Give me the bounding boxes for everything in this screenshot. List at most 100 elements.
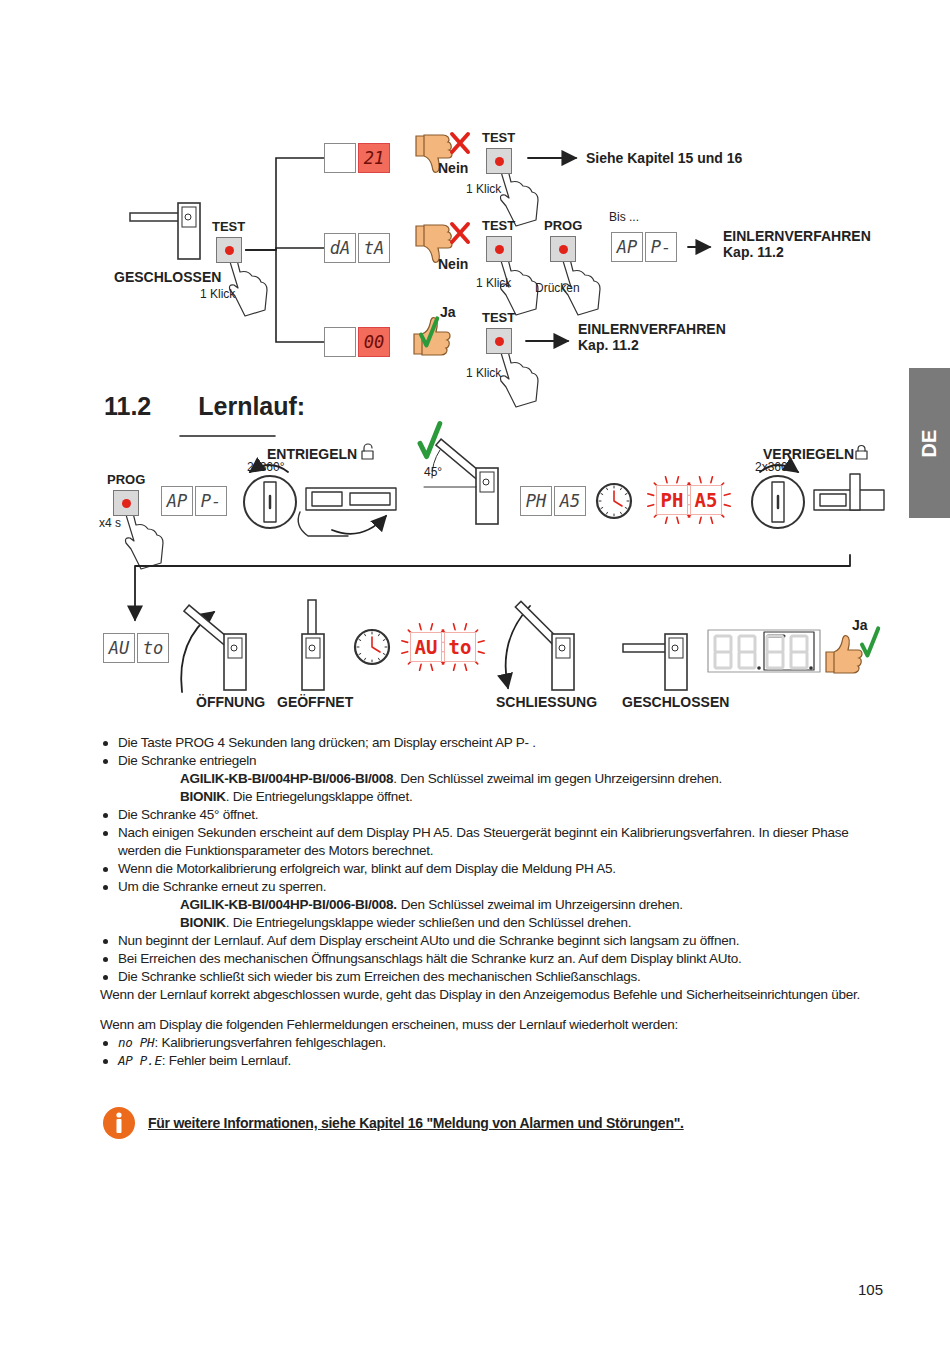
knob-grip xyxy=(264,482,276,522)
bracket-connector xyxy=(245,250,324,342)
cross-mark xyxy=(452,224,468,242)
bracket-connector xyxy=(245,158,324,250)
release-knob xyxy=(244,476,296,528)
display-panel: 21 xyxy=(324,143,390,173)
barrier-cabinet xyxy=(306,638,320,658)
barrier-pivot xyxy=(559,645,565,651)
barrier-cabinet xyxy=(669,638,683,658)
display-segment xyxy=(782,637,785,651)
bullet-item: Nun beginnt der Lernlauf. Auf dem Displa… xyxy=(100,932,890,950)
display-digits: AU xyxy=(410,632,442,662)
body-text-run: Die Schranke 45° öffnet. xyxy=(118,807,258,822)
display-digits: tA xyxy=(358,233,390,263)
display-segment xyxy=(790,653,793,667)
display-digits: AP xyxy=(611,232,643,262)
button-label: TEST xyxy=(482,130,515,145)
display-digits: dA xyxy=(324,233,356,263)
bullet-item: no PH: Kalibrierungsverfahren fehlgeschl… xyxy=(100,1034,890,1052)
display-panel: AUto xyxy=(103,633,169,663)
body-text-run: Bei Erreichen des mechanischen Öffnungsa… xyxy=(118,951,742,966)
blinking-display: PHA5 xyxy=(656,485,722,515)
display-segment xyxy=(740,667,754,670)
timer-icon xyxy=(355,630,389,664)
annotation-label: Siehe Kapitel 15 und 16 xyxy=(586,150,742,166)
display-digits: to xyxy=(137,633,169,663)
display-segment xyxy=(806,653,809,667)
button-label: TEST xyxy=(482,310,515,325)
display-segment xyxy=(730,637,733,651)
lock-bolt xyxy=(850,474,860,510)
display-segment xyxy=(792,635,806,638)
cross-mark xyxy=(452,134,468,152)
annotation-label: Ja xyxy=(440,304,456,320)
paragraph: AGILIK-KB-BI/004HP-BI/006-BI/008.Den Sch… xyxy=(100,896,890,914)
angle-base xyxy=(424,487,476,488)
display-digits: P- xyxy=(645,232,677,262)
display-digits: 21 xyxy=(358,143,390,173)
open-arrow xyxy=(332,516,386,534)
barrier-pivot xyxy=(309,645,315,651)
body-text-run: AGILIK-KB-BI/004HP-BI/006-BI/008 xyxy=(180,771,393,786)
body-text-run: BIONIK xyxy=(180,789,226,804)
annotation-label: ENTRIEGELN xyxy=(267,446,357,462)
language-code: DE xyxy=(918,429,941,457)
display-digits: AP xyxy=(161,486,193,516)
barrier-post xyxy=(552,634,574,690)
annotation-label: ÖFFNUNG xyxy=(196,694,265,710)
barrier-cabinet xyxy=(182,207,196,227)
annotation-label: EINLERNVERFAHREN Kap. 11.2 xyxy=(578,321,738,353)
display-segment xyxy=(730,653,733,667)
display-segment xyxy=(790,637,793,651)
display-panel: PHA5 xyxy=(520,486,586,516)
display-digit-empty xyxy=(324,143,356,173)
annotation-label: Ja xyxy=(852,617,868,633)
display-frame xyxy=(708,630,820,672)
body-text-run: . Die Entriegelungsklappe öffnet. xyxy=(226,789,413,804)
body-text-run: Wenn die Motorkalibrierung erfolgreich w… xyxy=(118,861,616,876)
page-number: 105 xyxy=(858,1281,883,1298)
flow-arrow xyxy=(528,157,576,159)
release-flap xyxy=(306,488,396,510)
check-mark xyxy=(420,424,440,457)
display-digits: PH xyxy=(520,486,552,516)
barrier-post xyxy=(302,634,324,690)
display-digits: A5 xyxy=(690,485,722,515)
display-segment xyxy=(766,653,769,667)
display-digit-empty xyxy=(324,327,356,357)
timer-ticks xyxy=(357,632,387,662)
paragraph: BIONIK. Die Entriegelungsklappe öffnet. xyxy=(100,788,890,806)
bullet-item: Die Schranke entriegeln xyxy=(100,752,890,770)
display-segment xyxy=(738,653,741,667)
display-digits: P- xyxy=(195,486,227,516)
bullet-item: Die Schranke 45° öffnet. xyxy=(100,806,890,824)
release-knob xyxy=(752,476,804,528)
annotation-label: Nein xyxy=(438,256,468,272)
barrier-post xyxy=(665,634,687,690)
body-text-run: Die Taste PROG 4 Sekunden lang drücken; … xyxy=(118,735,536,750)
display-segment xyxy=(716,635,730,638)
paragraph: Wenn am Display die folgenden Fehlermeld… xyxy=(100,1016,890,1034)
bullet-item: Die Schranke schließt sich wieder bis zu… xyxy=(100,968,890,986)
blink-rays xyxy=(436,624,484,670)
thumb-hand xyxy=(826,636,862,673)
annotation-label: EINLERNVERFAHREN Kap. 11.2 xyxy=(723,228,883,260)
display-panel: APP- xyxy=(161,486,227,516)
annotation-label: 1 Klick xyxy=(466,183,501,197)
bullet-item: Um die Schranke erneut zu sperren. xyxy=(100,878,890,896)
body-text-run: Für weitere Informationen, siehe Kapitel… xyxy=(148,1115,684,1131)
padlock-icon xyxy=(362,451,373,459)
push-button: TEST xyxy=(482,130,515,174)
display-digits: to xyxy=(444,632,476,662)
paragraph: AGILIK-KB-BI/004HP-BI/006-BI/008. Den Sc… xyxy=(100,770,890,788)
barrier-pivot xyxy=(672,645,678,651)
barrier-post xyxy=(476,468,498,524)
body-text-run: : Kalibrierungsverfahren fehlgeschlagen. xyxy=(154,1035,386,1050)
annotation-label: Drücken xyxy=(535,282,580,296)
display-segment xyxy=(714,637,717,651)
push-button: TEST xyxy=(212,219,245,263)
display-segment xyxy=(754,653,757,667)
body-text-run: Nach einigen Sekunden erscheint auf dem … xyxy=(118,825,848,858)
display-segment xyxy=(740,651,754,654)
display-panel: 00 xyxy=(324,327,390,357)
